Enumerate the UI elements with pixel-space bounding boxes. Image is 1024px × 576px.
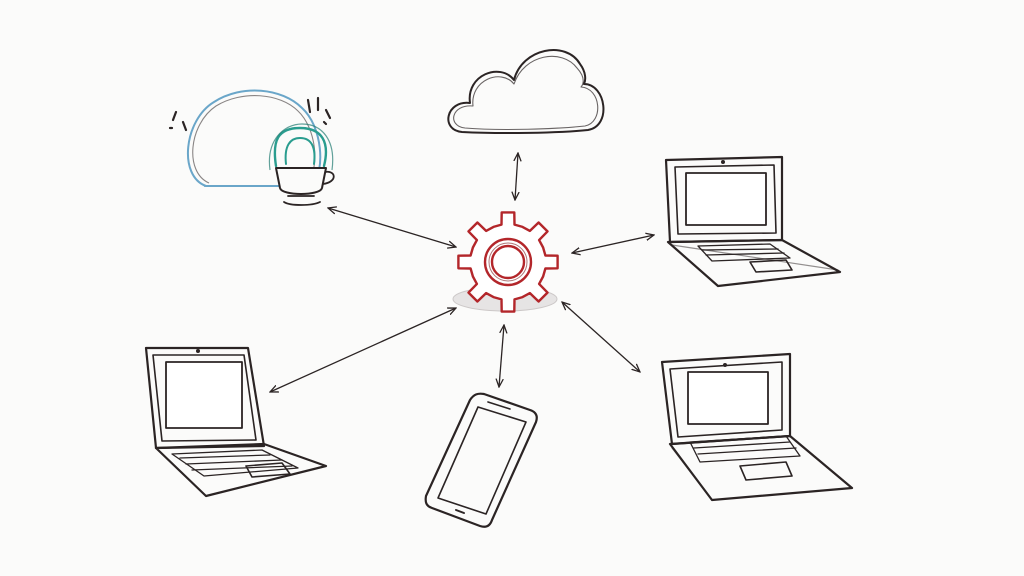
cloud-icon — [447, 49, 605, 135]
laptop-icon — [664, 155, 842, 288]
arrow-hub-phone — [499, 325, 504, 387]
connections — [270, 153, 654, 392]
gear-icon — [452, 211, 559, 313]
smartphone-icon — [424, 392, 538, 528]
laptop-icon — [144, 346, 328, 498]
arrow-hub-cloud — [515, 153, 518, 200]
arrow-hub-laptop-top-right — [572, 235, 654, 253]
arrow-hub-dome — [328, 208, 456, 247]
arrow-hub-laptop-bottom-right — [562, 302, 640, 372]
laptop-icon — [660, 352, 854, 502]
arrow-hub-laptop-bottom-left — [270, 308, 456, 392]
dome-lock-icon — [168, 89, 335, 206]
